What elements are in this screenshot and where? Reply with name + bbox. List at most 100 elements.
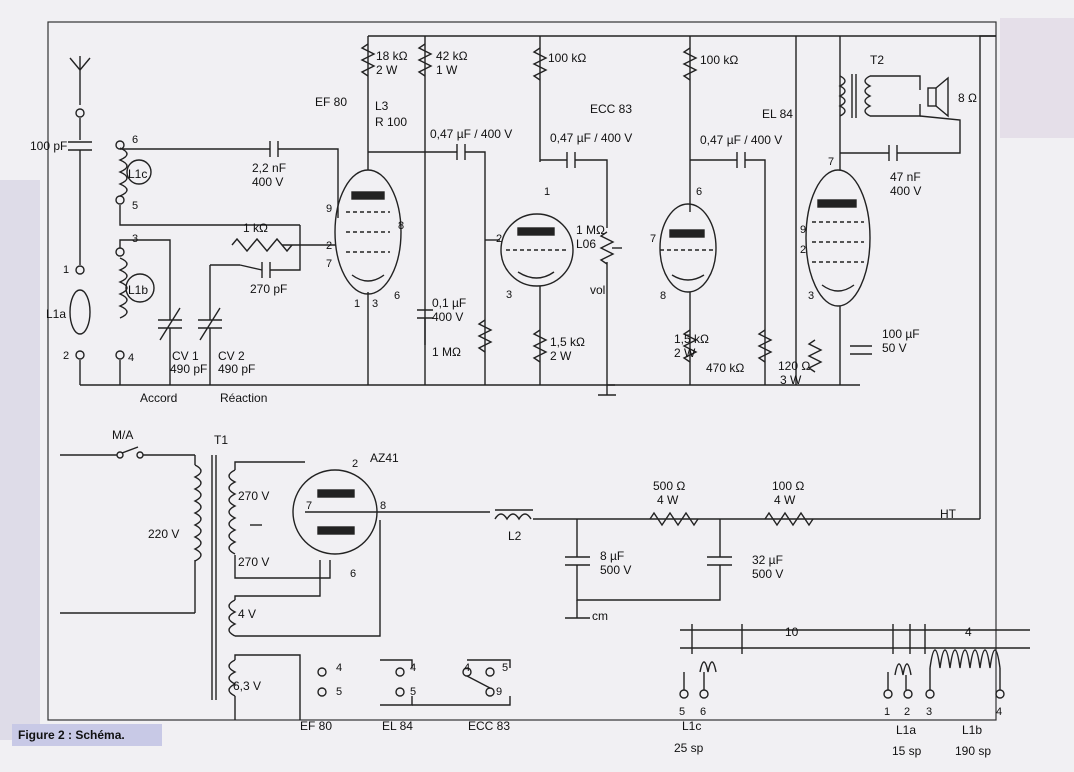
label-coil-l1c: L1c [682, 719, 702, 733]
label-cv2: CV 2 [218, 349, 245, 363]
label-c8u-voltage: 500 V [600, 563, 632, 577]
coil-form-illustration [680, 624, 1030, 690]
heater-terminals-ef80 [317, 667, 327, 697]
switch-ma [116, 446, 144, 459]
label-c01-voltage: 400 V [432, 310, 464, 324]
tube-ecc83-b [659, 203, 717, 293]
pin-el84-3: 3 [808, 290, 815, 302]
label-r120: 120 Ω [778, 359, 811, 373]
heater-terminals-el84 [380, 659, 413, 706]
label-heater-el84: EL 84 [382, 719, 413, 733]
resistor-470k [757, 329, 773, 363]
label-coil-10: 10 [785, 625, 799, 639]
label-c01: 0,1 µF [432, 296, 467, 310]
pin-heater-el84-5: 5 [410, 686, 417, 698]
label-4v: 4 V [238, 607, 257, 621]
label-cv2-value: 490 pF [218, 362, 256, 376]
label-c270p: 270 pF [250, 282, 288, 296]
pin-coil-3: 3 [926, 706, 933, 718]
pin-ef80-6: 6 [394, 290, 401, 302]
background-magazine-column [0, 180, 40, 740]
label-coil-l1b-turns: 190 sp [955, 744, 992, 758]
label-cv1-value: 490 pF [170, 362, 208, 376]
label-coil-l1a-turns: 15 sp [892, 744, 922, 758]
pin-el84-2: 2 [800, 244, 807, 256]
wire-t1-hv-top [234, 461, 305, 470]
transformer-t1 [193, 455, 237, 700]
pin-az41-6: 6 [350, 568, 357, 580]
pin-el84-7: 7 [828, 156, 835, 168]
label-tube-az41: AZ41 [370, 451, 399, 465]
label-c047-a: 0,47 µF / 400 V [430, 127, 513, 141]
label-r100k-a: 100 kΩ [548, 51, 587, 65]
label-r1m-a: 1 MΩ [432, 345, 461, 359]
pin-l1a-1: 1 [63, 264, 70, 276]
label-l1a: L1a [46, 307, 67, 321]
label-r15k-a-watt: 2 W [550, 349, 572, 363]
antenna-symbol [69, 56, 91, 118]
pin-ef80-9: 9 [326, 203, 333, 215]
pin-ef80-2: 2 [326, 240, 333, 252]
label-c22n-voltage: 400 V [252, 175, 284, 189]
label-r100k-b: 100 kΩ [700, 53, 739, 67]
label-c047-c: 0,47 µF / 400 V [700, 133, 783, 147]
label-c47n-voltage: 400 V [890, 184, 922, 198]
label-c047-b: 0,47 µF / 400 V [550, 131, 633, 145]
label-coil-l1a: L1a [896, 723, 917, 737]
wire-coupling-2 [540, 159, 608, 228]
pin-coil-l1c-5: 5 [679, 706, 686, 718]
capacitor-270pf [261, 262, 271, 278]
terminal-l1a-2 [75, 350, 85, 360]
pin-ef80-1: 1 [354, 298, 361, 310]
ground-cm [565, 600, 590, 619]
wire-l1c-bottom [119, 205, 300, 226]
tube-ecc83 [500, 213, 574, 287]
label-c22n: 2,2 nF [252, 161, 287, 175]
label-l1c: L1c [128, 167, 148, 181]
label-c8u: 8 µF [600, 549, 625, 563]
label-270v-a: 270 V [238, 489, 270, 503]
capacitor-32uf [707, 556, 732, 566]
label-l2: L2 [508, 529, 522, 543]
terminal-l1b-4 [115, 350, 125, 360]
resistor-500 [649, 511, 699, 527]
pin-coil-1: 1 [884, 706, 891, 718]
pin-ecc83-7: 7 [650, 233, 657, 245]
pin-heater-ef80-4: 4 [336, 662, 343, 674]
capacitor-47nf [888, 145, 898, 161]
resistor-100k-a [532, 47, 548, 81]
label-cv1: CV 1 [172, 349, 199, 363]
label-speaker: 8 Ω [958, 91, 977, 105]
label-r100l: R 100 [375, 115, 408, 129]
label-r120-watt: 3 W [780, 373, 802, 387]
label-r1k: 1 kΩ [243, 221, 268, 235]
heater-terminals-ecc83 [412, 659, 511, 706]
capacitor-100pf [68, 141, 92, 151]
tube-ef80 [334, 169, 402, 295]
terminal-l1a-1 [75, 265, 85, 275]
label-220v: 220 V [148, 527, 180, 541]
label-coil-l1b: L1b [962, 723, 983, 737]
resistor-1-5k-b [682, 329, 698, 363]
label-t2: T2 [870, 53, 885, 67]
label-tube-ecc83: ECC 83 [590, 102, 633, 116]
label-r42k-watt: 1 W [436, 63, 458, 77]
pin-el84-9: 9 [800, 224, 807, 236]
figure-caption: Figure 2 : Schéma. [12, 724, 162, 746]
label-t1: T1 [214, 433, 229, 447]
label-r100: 100 Ω [772, 479, 805, 493]
wire-filter [576, 519, 721, 601]
pin-coil-2: 2 [904, 706, 911, 718]
label-heater-ecc83: ECC 83 [468, 719, 511, 733]
pin-heater-ef80-5: 5 [336, 686, 343, 698]
pin-heater-ecc83-5: 5 [502, 662, 509, 674]
label-switch-ma: M/A [112, 428, 134, 442]
pin-ecc83-3: 3 [506, 289, 513, 301]
pin-l1b-4: 4 [128, 352, 135, 364]
pin-l1c-5: 5 [132, 200, 139, 212]
label-cm: cm [592, 609, 608, 623]
label-ht: HT [940, 507, 956, 521]
capacitor-100uf [850, 345, 872, 355]
label-c47n: 47 nF [890, 170, 921, 184]
